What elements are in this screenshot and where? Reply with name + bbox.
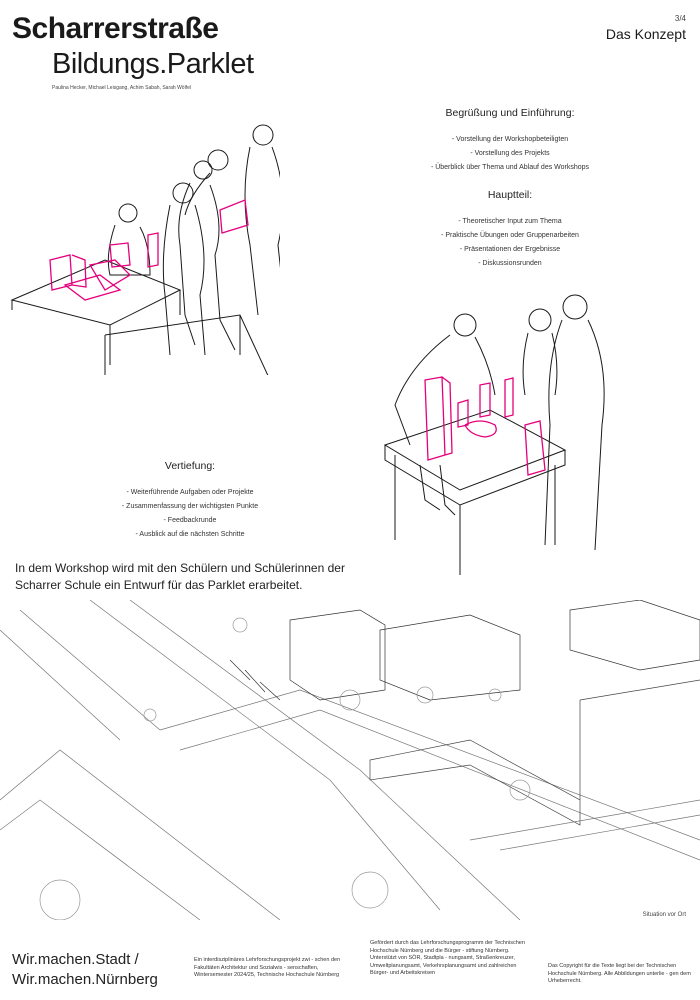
- authors: Paulina Hecker, Michael Leisgang, Achim …: [52, 85, 191, 91]
- list-item: - Präsentationen der Ergebnisse: [459, 246, 561, 253]
- list-item: - Feedbackrunde: [163, 517, 217, 524]
- page-number: 3/4: [674, 14, 686, 23]
- intro-list: - Vorstellung der Workshopbeteiligten - …: [410, 133, 610, 175]
- map-caption: Situation vor Ort: [642, 912, 686, 918]
- main-list: - Theoretischer Input zum Thema - Prakti…: [410, 215, 610, 271]
- deepening-list: - Weiterführende Aufgaben oder Projekte …: [80, 486, 300, 542]
- agenda-deepening: Vertiefung: - Weiterführende Aufgaben od…: [80, 460, 300, 556]
- list-item: - Zusammenfassung der wichtigsten Punkte: [121, 503, 259, 510]
- site-isometric-drawing: [0, 600, 700, 920]
- list-item: - Ausblick auf die nächsten Schritte: [135, 531, 245, 538]
- footer-project-info: Ein interdisziplinäres Lehrforschungspro…: [194, 957, 341, 978]
- footer-brand: Wir.machen.Stadt / Wir.machen.Nürnberg: [12, 950, 158, 990]
- workshop-illustration-left: [10, 124, 280, 375]
- list-item: - Diskussionsrunden: [478, 260, 542, 267]
- list-item: - Theoretischer Input zum Thema: [458, 218, 562, 225]
- agenda-intro-main: Begrüßung und Einführung: - Vorstellung …: [410, 107, 610, 285]
- brand-line-2: Wir.machen.Nürnberg: [12, 971, 158, 988]
- brand-line-1: Wir.machen.Stadt /: [12, 951, 139, 968]
- list-item: - Praktische Übungen oder Gruppenarbeite…: [441, 232, 579, 239]
- list-item: - Vorstellung des Projekts: [470, 150, 550, 157]
- footer-funding-info: Gefördert durch das Lehrforschungsprogra…: [370, 940, 525, 976]
- list-item: - Vorstellung der Workshopbeteiligten: [451, 136, 569, 143]
- footer-copyright: Das Copyright für die Texte liegt bei de…: [548, 963, 691, 984]
- list-item: - Weiterführende Aufgaben oder Projekte: [126, 489, 254, 496]
- list-item: - Überblick über Thema und Ablauf des Wo…: [430, 164, 590, 171]
- poster-subtitle: Bildungs.Parklet: [52, 48, 254, 80]
- poster-title: Scharrerstraße: [12, 12, 219, 45]
- intro-heading: Begrüßung und Einführung:: [445, 107, 575, 119]
- workshop-summary: In dem Workshop wird mit den Schülern un…: [15, 561, 345, 592]
- deepening-heading: Vertiefung:: [164, 460, 216, 472]
- section-title: Das Konzept: [605, 26, 686, 42]
- main-heading: Hauptteil:: [487, 189, 533, 201]
- workshop-illustration-right: [383, 294, 605, 575]
